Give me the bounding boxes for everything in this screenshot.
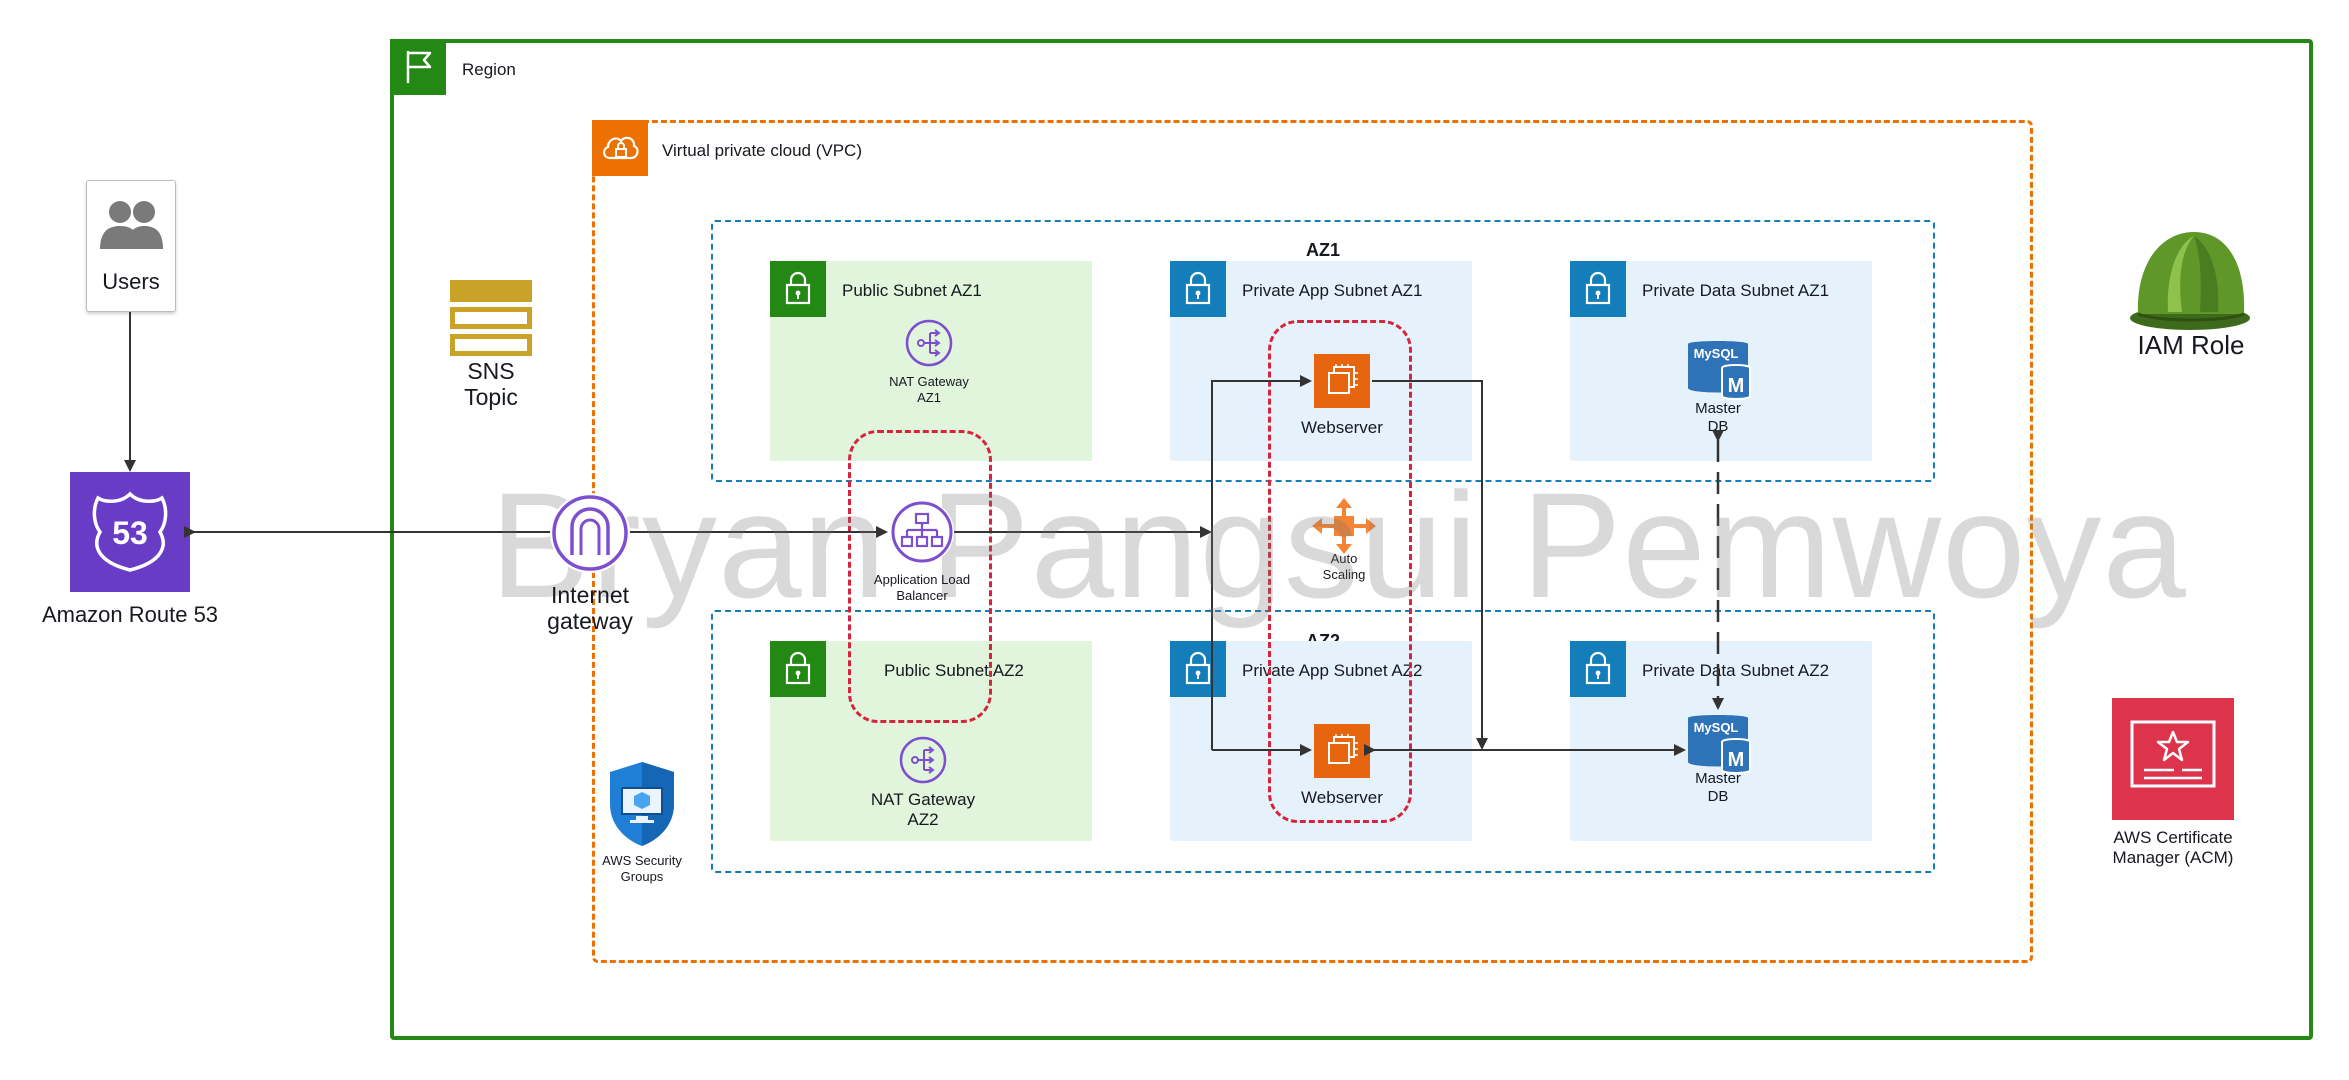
- acm-label-line2: Manager (ACM): [2112, 848, 2234, 867]
- security-groups-label: AWS Security Groups: [582, 853, 702, 885]
- sns-topic-icon: [450, 280, 532, 358]
- users-node: Users: [86, 180, 176, 312]
- users-icon: [100, 201, 163, 249]
- az2-boundary: [711, 610, 1935, 873]
- flag-icon: [390, 39, 446, 95]
- nat-az2-label-line2: AZ2: [907, 810, 939, 829]
- alb-label-line2: Balancer: [896, 588, 948, 603]
- db-az1-label-line1: Master: [1695, 400, 1741, 417]
- az1-boundary: [711, 220, 1935, 482]
- sns-label: SNS Topic: [440, 358, 542, 410]
- nat-az1-label-line2: AZ1: [917, 390, 941, 405]
- db-az2-label: Master DB: [1670, 770, 1766, 806]
- mysql-letter-az1: M: [1728, 375, 1745, 397]
- alb-label: Application Load Balancer: [857, 572, 987, 604]
- subnet-private-data-az2-label: Private Data Subnet AZ2: [1642, 661, 1830, 680]
- db-az2-label-line1: Master: [1695, 770, 1741, 787]
- nat-gateway-icon: [904, 318, 954, 368]
- webserver-az1-label: Webserver: [1301, 418, 1383, 437]
- ec2-instance-icon: [1314, 724, 1370, 778]
- security-group-shield-icon: [606, 760, 678, 848]
- users-label: Users: [102, 269, 160, 294]
- subnet-public-az1-label: Public Subnet AZ1: [842, 281, 982, 300]
- cloud-lock-icon: [592, 120, 648, 176]
- hard-hat-icon: [2128, 222, 2254, 334]
- alb-label-line1: Application Load: [873, 572, 971, 587]
- nat-az2-label: NAT Gateway AZ2: [853, 790, 993, 830]
- auto-scaling-label-line2: Scaling: [1322, 567, 1366, 582]
- subnet-public-az2-label: Public Subnet AZ2: [884, 661, 1024, 680]
- db-az1-label: Master DB: [1670, 400, 1766, 436]
- region-boundary: [390, 39, 2313, 1040]
- padlock-icon: [1570, 641, 1626, 697]
- webserver-az2-label: Webserver: [1301, 788, 1383, 807]
- padlock-icon: [1570, 261, 1626, 317]
- subnet-private-app-az1-label: Private App Subnet AZ1: [1242, 281, 1423, 300]
- nat-az1-label: NAT Gateway AZ1: [869, 374, 989, 406]
- auto-scaling-label: Auto Scaling: [1294, 551, 1394, 583]
- padlock-icon: [770, 261, 826, 317]
- sns-label-line1: SNS: [467, 358, 515, 384]
- padlock-icon: [1170, 641, 1226, 697]
- ec2-instance-icon: [1314, 354, 1370, 408]
- auto-scaling-label-line1: Auto: [1330, 551, 1358, 566]
- route53-icon: 53: [70, 472, 190, 592]
- mysql-letter-az2: M: [1728, 749, 1745, 771]
- region-label: Region: [462, 60, 516, 79]
- svg-text:53: 53: [112, 515, 148, 551]
- certificate-icon: [2112, 698, 2234, 820]
- alb-target-group: [848, 430, 992, 723]
- load-balancer-icon: [890, 500, 954, 564]
- auto-scaling-icon: [1312, 498, 1376, 554]
- nat-az2-label-line1: NAT Gateway: [870, 790, 976, 809]
- mysql-database-icon: MySQL M: [1686, 338, 1752, 402]
- nat-gateway-icon: [898, 735, 948, 785]
- mysql-database-icon: MySQL M: [1686, 712, 1752, 776]
- route53-label: Amazon Route 53: [41, 602, 219, 627]
- iam-label: IAM Role: [2137, 330, 2245, 360]
- vpc-label: Virtual private cloud (VPC): [662, 141, 862, 160]
- internet-gateway-label-line2: gateway: [547, 608, 633, 634]
- padlock-icon: [1170, 261, 1226, 317]
- padlock-icon: [770, 641, 826, 697]
- internet-gateway-icon: [550, 493, 630, 573]
- acm-label-line1: AWS Certificate: [2113, 828, 2233, 847]
- internet-gateway-label: Internet gateway: [520, 582, 660, 634]
- security-groups-label-line2: Groups: [620, 869, 664, 884]
- internet-gateway-label-line1: Internet: [551, 582, 629, 608]
- sns-label-line2: Topic: [464, 384, 518, 410]
- mysql-badge-az1: MySQL: [1694, 346, 1739, 361]
- acm-label: AWS Certificate Manager (ACM): [2088, 828, 2258, 868]
- db-az1-label-line2: DB: [1707, 418, 1729, 435]
- nat-az1-label-line1: NAT Gateway: [889, 374, 969, 389]
- mysql-badge-az2: MySQL: [1694, 720, 1739, 735]
- security-groups-label-line1: AWS Security: [602, 853, 682, 868]
- az1-label: AZ1: [1306, 240, 1341, 260]
- subnet-private-data-az1-label: Private Data Subnet AZ1: [1642, 281, 1830, 300]
- db-az2-label-line2: DB: [1707, 788, 1729, 805]
